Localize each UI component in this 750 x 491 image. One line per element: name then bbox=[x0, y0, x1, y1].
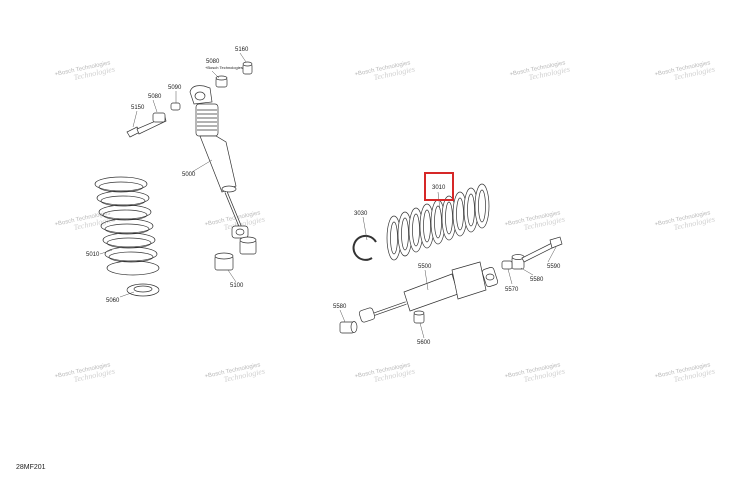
label-3010: 3010 bbox=[432, 185, 446, 191]
right-shock-assembly bbox=[339, 183, 563, 334]
shock-5000-eye bbox=[189, 85, 213, 105]
spring-3010 bbox=[386, 183, 490, 261]
nut-5600 bbox=[413, 310, 425, 324]
label-5010: 5010 bbox=[86, 252, 100, 258]
spacer-5090 bbox=[170, 102, 181, 111]
label-5600: 5600 bbox=[417, 340, 431, 346]
label-5100: 5100 bbox=[230, 283, 244, 289]
label-5580-right: 5580 bbox=[530, 277, 544, 283]
label-5080-top-sub: +Bosch Technologies bbox=[205, 65, 243, 70]
label-5590: 5590 bbox=[547, 264, 561, 270]
label-5080-top: 5080 bbox=[206, 59, 220, 65]
label-5150: 5150 bbox=[131, 105, 145, 111]
label-5000: 5000 bbox=[182, 172, 196, 178]
label-3030: 3030 bbox=[354, 211, 368, 217]
bushing-5580-right bbox=[511, 254, 525, 270]
spacer-5570 bbox=[501, 260, 513, 270]
label-5160: 5160 bbox=[235, 47, 249, 53]
bushing-5100 bbox=[214, 236, 257, 271]
label-5570: 5570 bbox=[505, 287, 519, 293]
shock-5000-bottom-eye bbox=[231, 225, 249, 239]
shock-5000-shaft bbox=[224, 191, 242, 227]
spring-seat-5060 bbox=[126, 283, 160, 297]
spring-5010 bbox=[94, 176, 160, 276]
shock-5500-shaft bbox=[358, 301, 407, 323]
figure-reference: 28MF201 bbox=[16, 464, 46, 471]
shock-5000-main-body bbox=[199, 135, 237, 193]
label-5080-side: 5080 bbox=[148, 94, 162, 100]
bolt-5590 bbox=[521, 236, 563, 263]
label-5580-left: 5580 bbox=[333, 304, 347, 310]
shock-5500-body bbox=[403, 261, 499, 312]
bushing-5080-top bbox=[215, 75, 228, 88]
leader-lines-right bbox=[339, 191, 557, 339]
highlight-box-3010 bbox=[424, 172, 454, 201]
bushing-5080-side bbox=[152, 112, 166, 123]
left-shock-assembly bbox=[94, 61, 257, 297]
part-labels: 5160 5080 +Bosch Technologies 5090 5080 … bbox=[86, 47, 561, 346]
shock-5000-upper-body bbox=[195, 103, 219, 137]
leader-lines-left bbox=[99, 52, 247, 298]
label-5500: 5500 bbox=[418, 264, 432, 270]
label-5090: 5090 bbox=[168, 85, 182, 91]
bushing-5580-left bbox=[339, 321, 358, 334]
nut-5160 bbox=[242, 61, 253, 75]
circlip-3030 bbox=[352, 234, 377, 261]
label-5060: 5060 bbox=[106, 298, 120, 304]
